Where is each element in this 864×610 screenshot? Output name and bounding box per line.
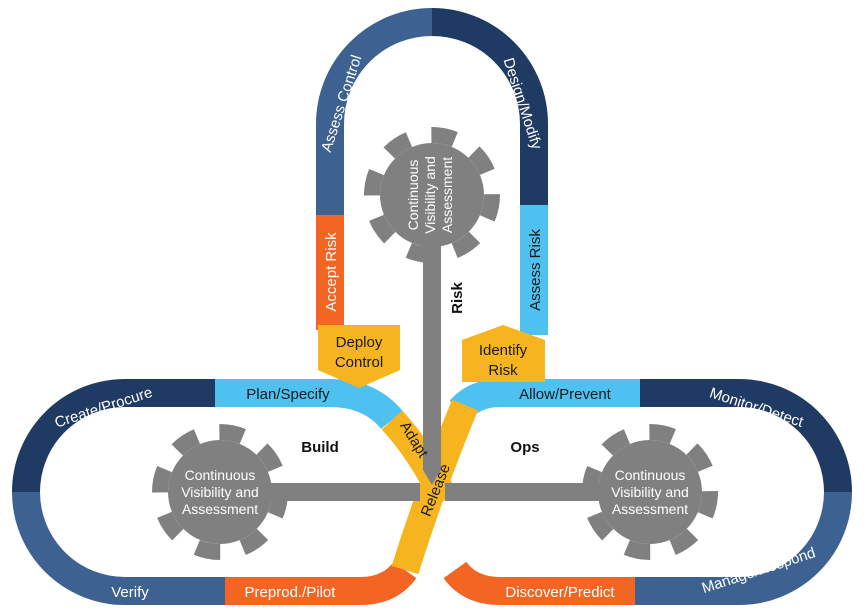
verify-segment	[12, 491, 225, 605]
discover-predict-label: Discover/Predict	[505, 584, 615, 601]
design-modify-segment	[431, 8, 548, 205]
gear-text-line: Visibility and	[181, 484, 259, 500]
risk-label: Risk	[449, 282, 466, 314]
discover-predict-segment	[443, 561, 635, 605]
gear-text-line: Assessment	[439, 157, 455, 233]
right-gear-text: Continuous Visibility and Assessment	[611, 467, 689, 517]
deploy-control-line1: Deploy	[336, 334, 383, 351]
gear-text-line: Assessment	[612, 501, 688, 517]
create-procure-segment	[12, 379, 215, 493]
deploy-control-box	[318, 325, 400, 388]
risk-bar	[423, 200, 441, 470]
identify-risk-box	[462, 325, 545, 382]
monitor-detect-segment	[640, 379, 852, 493]
gear-icon	[364, 127, 500, 263]
identify-risk-line1: Identify	[479, 342, 528, 359]
gear-text-line: Visibility and	[422, 156, 438, 234]
verify-label: Verify	[111, 584, 149, 601]
release-segment	[391, 399, 478, 575]
ops-label: Ops	[510, 439, 539, 456]
gear-icon	[152, 424, 288, 560]
left-gear-text: Continuous Visibility and Assessment	[181, 467, 259, 517]
plan-specify-label: Plan/Specify	[246, 386, 330, 403]
manage-respond-segment	[635, 491, 852, 605]
gear-text-line: Visibility and	[611, 484, 689, 500]
accept-risk-label: Accept Risk	[323, 232, 340, 312]
preprod-pilot-segment	[225, 561, 417, 605]
gear-text-line: Continuous	[405, 160, 421, 231]
preprod-pilot-label: Preprod./Pilot	[245, 584, 337, 601]
deploy-control-line2: Control	[335, 354, 383, 371]
top-gear-text: Continuous Visibility and Assessment	[405, 156, 455, 234]
assess-control-segment	[316, 8, 433, 215]
gear-text-line: Assessment	[182, 501, 258, 517]
gear-icon	[582, 424, 718, 560]
gear-text-line: Continuous	[185, 467, 256, 483]
gear-text-line: Continuous	[615, 467, 686, 483]
assess-risk-label: Assess Risk	[527, 229, 544, 311]
identify-risk-line2: Risk	[488, 362, 518, 379]
plan-specify-segment	[215, 379, 403, 430]
build-label: Build	[301, 439, 339, 456]
allow-prevent-label: Allow/Prevent	[519, 386, 612, 403]
